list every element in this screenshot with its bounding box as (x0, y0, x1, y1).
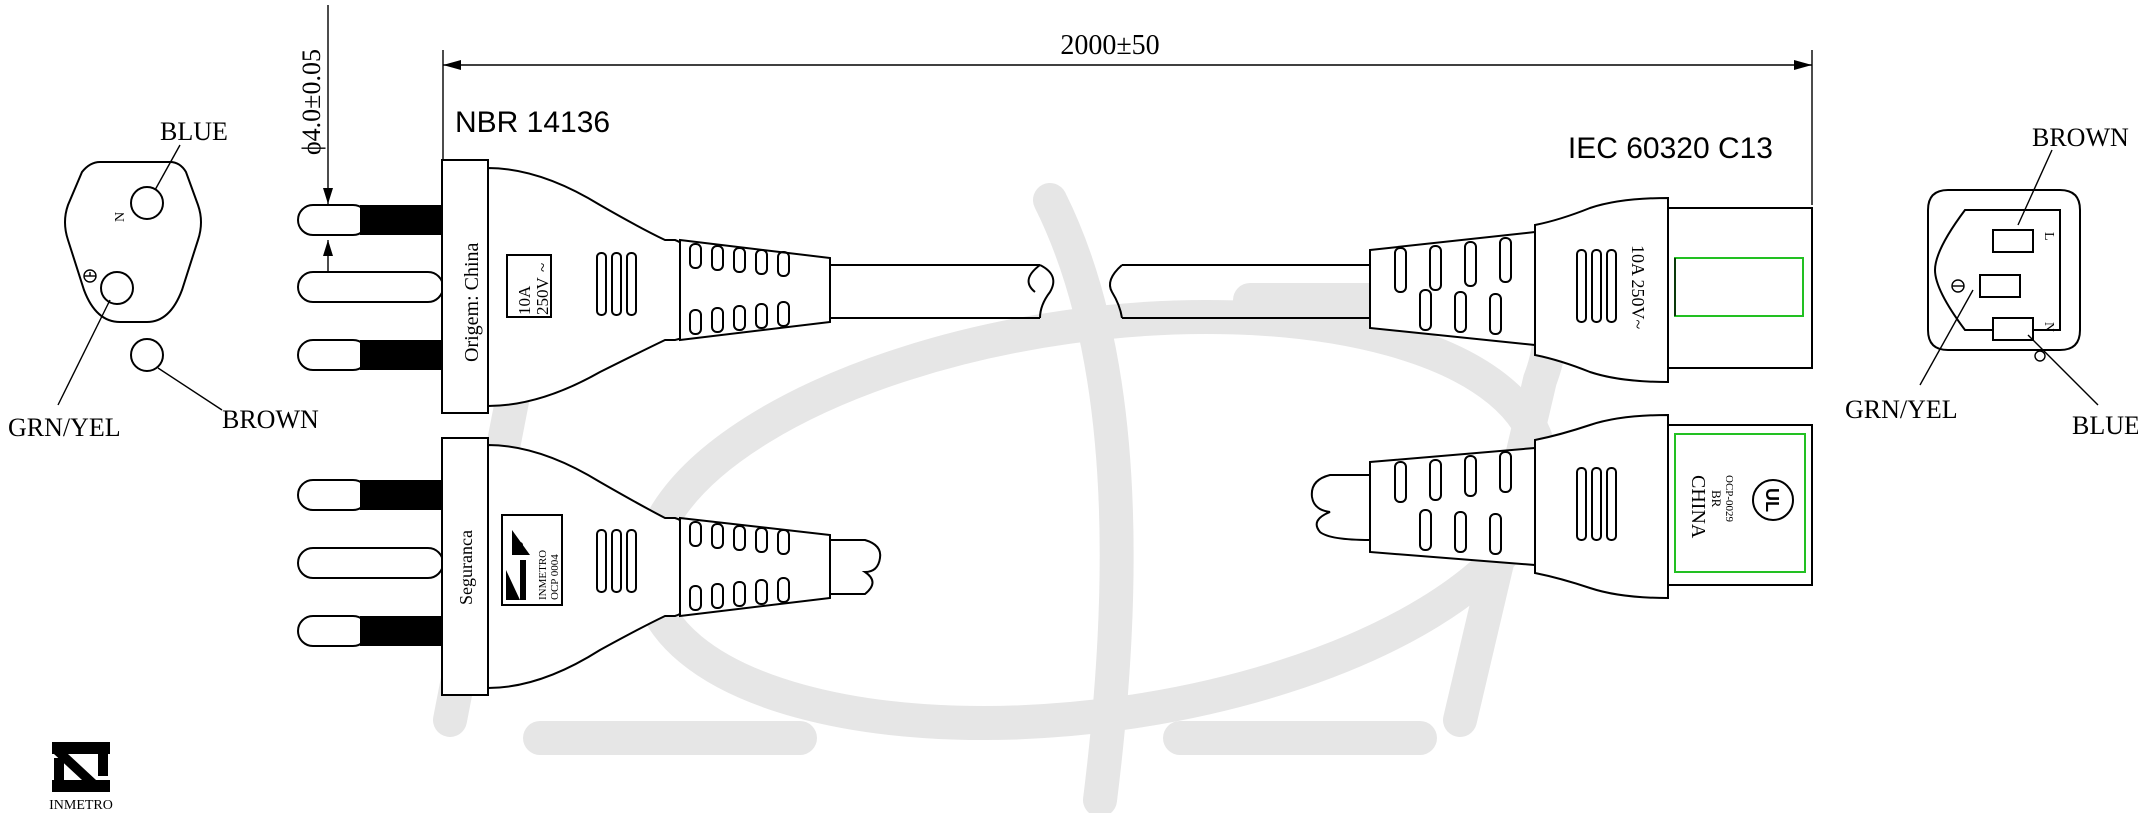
connector-face-view: L N BROWN GRN/YEL BLUE (1845, 123, 2138, 440)
bottom-connector-head (1667, 424, 1813, 586)
bottom-plug-inmetro-text: INMETRO (537, 550, 549, 600)
top-plug-side-view: Origem: China 10A 250V ~ (297, 159, 831, 414)
bottom-plug-strain-relief (679, 516, 831, 618)
bottom-plug-pin-2 (297, 547, 444, 579)
top-plug-pin-3 (297, 339, 369, 371)
plug-earth-pin (100, 271, 134, 305)
connector-neutral-slot (1992, 317, 2034, 341)
inmetro-mark-icon (506, 530, 530, 600)
bottom-plug-cert-text: OCP 0004 (549, 554, 561, 600)
top-plug-rating-volts: 250V (533, 277, 552, 316)
top-plug-pin-1 (297, 204, 369, 236)
bottom-plug-pin-1 (297, 479, 369, 511)
bottom-connector-origin: CHINA (1687, 475, 1709, 539)
plug-label-grn-yel: GRN/YEL (8, 413, 121, 442)
bottom-connector-green-outline (1674, 433, 1806, 573)
connector-line-slot (1992, 229, 2034, 253)
connector-earth-slot (1979, 274, 2021, 298)
plug-face-leaders: BLUE GRN/YEL BROWN (8, 117, 319, 442)
bottom-plug-body (487, 443, 691, 690)
svg-text:UL: UL (1762, 488, 1782, 512)
pin-diameter-label: ϕ4.0±0.05 (297, 49, 326, 155)
top-plug-rating-box (506, 254, 552, 318)
cord-length-dimension: 2000±50 (442, 30, 1813, 205)
top-plug-rating-symbol: ~ (533, 263, 552, 272)
bottom-connector-relief-ribs (1394, 451, 1512, 555)
bottom-plug-flange (441, 437, 489, 696)
top-plug-pin-2 (297, 271, 444, 303)
ul-mark-icon: UL (1752, 479, 1794, 521)
inmetro-logo-text: INMETRO (49, 798, 113, 813)
bottom-plug-cert-box (501, 514, 563, 606)
pin-diameter-dimension: ϕ4.0±0.05 (297, 5, 333, 272)
plug-standard-label: NBR 14136 (455, 106, 610, 139)
connector-face-inner (1933, 209, 2061, 331)
bottom-connector-country: BR (1709, 490, 1724, 508)
bottom-plug-pin-3 (297, 615, 369, 647)
top-connector-side-view: 10A 250V~ (1369, 196, 1813, 384)
earth-icon (83, 269, 97, 283)
cord-length-label: 2000±50 (1060, 30, 1159, 61)
plug-face-outline (64, 161, 202, 323)
connector-label-brown: BROWN (2032, 123, 2129, 152)
connector-earth-icon (1951, 279, 1965, 293)
top-plug-rating-amps: 10A (515, 285, 534, 315)
connector-indicator-dot (2034, 350, 2046, 362)
top-plug-origin-text: Origem: China (461, 242, 483, 362)
connector-face-outline (1927, 189, 2081, 351)
top-connector-relief-ribs (1394, 237, 1512, 335)
cable-section (830, 264, 1370, 319)
top-connector-rating: 10A 250V~ (1628, 245, 1648, 330)
inmetro-logo: INMETRO (49, 742, 113, 813)
bottom-connector-cert: OCP-0029 (1723, 475, 1735, 523)
connector-standard-label: IEC 60320 C13 (1568, 132, 1773, 165)
plug-line-pin (130, 338, 164, 372)
plug-neutral-mark: N (113, 212, 128, 222)
plug-face-view: N (64, 161, 202, 372)
top-plug-relief-ribs (689, 243, 790, 335)
connector-line-mark: L (2041, 232, 2056, 241)
bottom-plug-side-view: Seguranca INMETRO OCP 0004 (297, 437, 882, 696)
plug-label-brown: BROWN (222, 405, 319, 434)
bottom-connector-side-view: CHINA BR OCP-0029 UL (1310, 413, 1813, 600)
plug-neutral-pin (130, 186, 164, 220)
bottom-plug-side-text: Seguranca (456, 530, 476, 605)
bottom-plug-relief-ribs (689, 521, 790, 611)
top-connector-head (1667, 207, 1813, 369)
plug-label-blue: BLUE (160, 117, 228, 146)
connector-label-grn-yel: GRN/YEL (1845, 395, 1958, 424)
connector-label-blue: BLUE (2072, 411, 2138, 440)
connector-neutral-mark: N (2041, 322, 2056, 332)
